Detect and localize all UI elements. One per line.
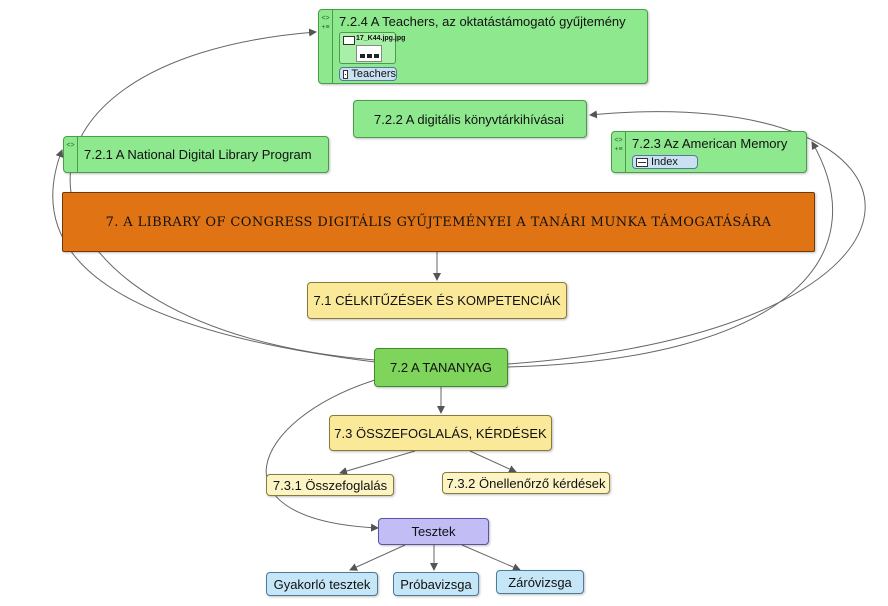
edge-72-to-721 [52,149,376,363]
node-732-label: 7.3.2 Önellenőrző kérdések [446,475,606,491]
edge-tesztek-to-gyakorlo [349,544,406,571]
expand-collapse-icon[interactable]: <>+≡ [612,132,626,172]
link-icon [343,69,349,79]
node-721[interactable]: <> 7.2.1 A National Digital Library Prog… [63,136,329,173]
link-icon [636,157,648,167]
edge-72-to-723 [507,141,834,368]
link-index[interactable]: Index [632,155,698,169]
node-732[interactable]: 7.3.2 Önellenőrző kérdések [442,472,610,494]
node-724[interactable]: <>+≡ 7.2.4 A Teachers, az oktatástámogat… [318,9,648,84]
main-topic-label: 7. A LIBRARY OF CONGRESS DIGITÁLIS GYŰJT… [105,214,772,230]
image-attachment-name: 17_K44.jpg.jpg [356,35,406,42]
node-731-label: 7.3.1 Összefoglalás [272,477,388,493]
node-73[interactable]: 7.3 ÖSSZEFOGLALÁS, KÉRDÉSEK [329,415,552,451]
image-thumbnail [356,45,382,62]
node-probavizsga[interactable]: Próbavizsga [393,572,479,596]
image-file-icon [343,36,355,45]
node-73-label: 7.3 ÖSSZEFOGLALÁS, KÉRDÉSEK [334,425,547,441]
link-teachers[interactable]: Teachers [339,67,397,81]
node-gyakorlo-tesztek[interactable]: Gyakorló tesztek [266,572,378,596]
node-71-label: 7.1 CÉLKITŰZÉSEK ÉS KOMPETENCIÁK [313,293,561,308]
node-zarovizsga[interactable]: Záróvizsga [496,570,584,594]
node-724-label: 7.2.4 A Teachers, az oktatástámogató gyű… [339,14,626,29]
node-722[interactable]: 7.2.2 A digitális könyvtárkihívásai [353,100,587,138]
node-721-label: 7.2.1 A National Digital Library Program [84,147,312,162]
node-722-label: 7.2.2 A digitális könyvtárkihívásai [374,111,565,127]
expand-collapse-icon[interactable]: <> [64,137,78,172]
node-zaro-label: Záróvizsga [508,574,572,590]
image-attachment[interactable]: 17_K44.jpg.jpg [339,32,405,64]
node-71[interactable]: 7.1 CÉLKITŰZÉSEK ÉS KOMPETENCIÁK [307,282,567,319]
edge-73-to-732 [469,450,517,473]
link-teachers-label: Teachers [351,68,396,80]
node-731[interactable]: 7.3.1 Összefoglalás [266,474,394,496]
node-tesztek-label: Tesztek [411,524,456,539]
node-723[interactable]: <>+≡ 7.2.3 Az American Memory Index [611,131,807,173]
edge-tesztek-to-zaro [461,544,521,571]
node-72-label: 7.2 A TANANYAG [390,360,492,375]
node-gyakorlo-label: Gyakorló tesztek [273,576,371,592]
edge-72-to-tesztek [265,379,379,532]
edge-73-to-731 [339,450,416,475]
node-72[interactable]: 7.2 A TANANYAG [374,348,508,387]
node-723-label: 7.2.3 Az American Memory [632,136,788,151]
node-tesztek[interactable]: Tesztek [378,518,489,545]
link-index-label: Index [651,156,678,168]
expand-collapse-icon[interactable] [354,101,368,137]
expand-collapse-icon[interactable]: <>+≡ [319,10,333,83]
node-proba-label: Próbavizsga [400,576,472,592]
main-topic[interactable]: 7. A LIBRARY OF CONGRESS DIGITÁLIS GYŰJT… [62,192,815,252]
